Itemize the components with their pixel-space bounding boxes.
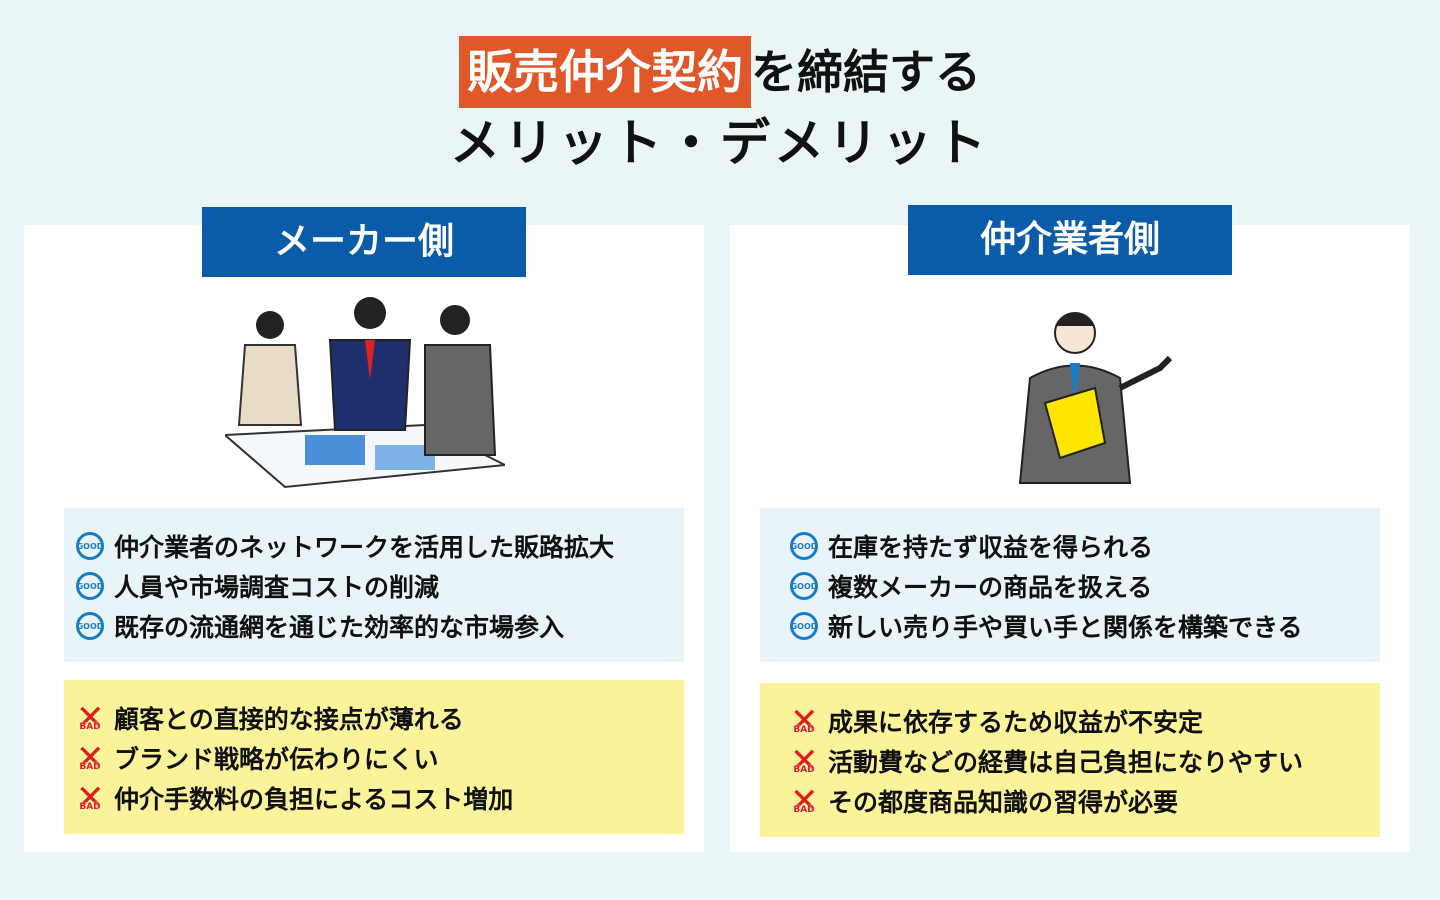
- demerit-text: 仲介手数料の負担によるコスト増加: [114, 785, 514, 814]
- broker-merits: GOOD 在庫を持たず収益を得られる GOOD 複数メーカーの商品を扱える GOOD…: [760, 508, 1380, 662]
- bad-label: BAD: [793, 725, 815, 735]
- bad-label: BAD: [79, 762, 101, 772]
- demerit-item: ✕BAD 顧客との直接的な接点が薄れる: [76, 698, 684, 738]
- bad-icon: ✕BAD: [76, 701, 105, 735]
- demerit-item: ✕BAD ブランド戦略が伝わりにくい: [76, 738, 684, 778]
- broker-demerits: ✕BAD 成果に依存するため収益が不安定 ✕BAD 活動費などの経費は自己負担になり…: [760, 683, 1380, 837]
- maker-demerits: ✕BAD 顧客との直接的な接点が薄れる ✕BAD ブランド戦略が伝わりにくい ✕BA…: [64, 680, 684, 834]
- demerit-text: 成果に依存するため収益が不安定: [828, 708, 1204, 737]
- maker-header: メーカー側: [202, 207, 526, 277]
- merit-text: 新しい売り手や買い手と関係を構築できる: [828, 613, 1303, 642]
- businessman-illustration: [1018, 312, 1173, 484]
- demerit-text: 顧客との直接的な接点が薄れる: [114, 705, 464, 734]
- merit-text: 複数メーカーの商品を扱える: [828, 573, 1153, 602]
- merit-item: GOOD 既存の流通網を通じた効率的な市場参入: [76, 606, 684, 646]
- merit-text: 既存の流通網を通じた効率的な市場参入: [114, 613, 565, 642]
- merit-text: 在庫を持たず収益を得られる: [828, 533, 1154, 562]
- good-icon: GOOD: [76, 532, 104, 560]
- merit-text: 人員や市場調査コストの削減: [114, 573, 440, 602]
- demerit-item: ✕BAD 仲介手数料の負担によるコスト増加: [76, 778, 684, 818]
- bad-label: BAD: [79, 802, 101, 812]
- demerit-text: ブランド戦略が伝わりにくい: [114, 745, 439, 774]
- bad-icon: ✕BAD: [790, 744, 819, 778]
- title-highlight: 販売仲介契約: [459, 36, 751, 108]
- good-icon: GOOD: [790, 532, 818, 560]
- demerit-text: 活動費などの経費は自己負担になりやすい: [828, 748, 1304, 777]
- title-line-1: 販売仲介契約を締結する: [0, 36, 1440, 108]
- title-line-2: メリット・デメリット: [450, 114, 990, 172]
- demerit-item: ✕BAD その都度商品知識の習得が必要: [790, 781, 1380, 821]
- title-rest: を締結する: [751, 45, 981, 99]
- demerit-item: ✕BAD 成果に依存するため収益が不安定: [790, 701, 1380, 741]
- merit-item: GOOD 人員や市場調査コストの削減: [76, 566, 684, 606]
- broker-header: 仲介業者側: [908, 205, 1232, 275]
- bad-label: BAD: [793, 765, 815, 775]
- bad-icon: ✕BAD: [790, 784, 819, 818]
- bad-icon: ✕BAD: [790, 704, 819, 738]
- demerit-item: ✕BAD 活動費などの経費は自己負担になりやすい: [790, 741, 1380, 781]
- bad-icon: ✕BAD: [76, 741, 105, 775]
- merit-text: 仲介業者のネットワークを活用した販路拡大: [114, 533, 615, 562]
- merit-item: GOOD 仲介業者のネットワークを活用した販路拡大: [76, 526, 684, 566]
- good-icon: GOOD: [76, 612, 104, 640]
- good-icon: GOOD: [76, 572, 104, 600]
- merit-item: GOOD 複数メーカーの商品を扱える: [790, 566, 1380, 606]
- merit-item: GOOD 新しい売り手や買い手と関係を構築できる: [790, 606, 1380, 646]
- bad-label: BAD: [79, 722, 101, 732]
- bad-icon: ✕BAD: [76, 781, 105, 815]
- bad-label: BAD: [793, 805, 815, 815]
- business-team-illustration: [225, 297, 505, 489]
- good-icon: GOOD: [790, 612, 818, 640]
- maker-merits: GOOD 仲介業者のネットワークを活用した販路拡大 GOOD 人員や市場調査コストの…: [64, 508, 684, 662]
- merit-item: GOOD 在庫を持たず収益を得られる: [790, 526, 1380, 566]
- demerit-text: その都度商品知識の習得が必要: [828, 788, 1179, 817]
- good-icon: GOOD: [790, 572, 818, 600]
